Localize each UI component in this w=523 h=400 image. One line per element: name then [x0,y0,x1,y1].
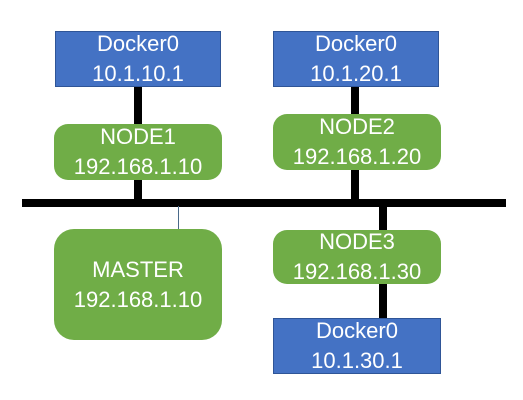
docker-node1-ip: 10.1.10.1 [92,61,184,86]
connector-bus-master [178,206,179,230]
node1-box: NODE1 192.168.1.10 [54,124,222,180]
node2-box: NODE2 192.168.1.20 [273,114,441,170]
docker-node1-name: Docker0 [97,31,179,56]
docker-node2: Docker0 10.1.20.1 [273,31,439,87]
connector-docker1-node1 [134,86,142,126]
docker-node1: Docker0 10.1.10.1 [55,31,221,87]
node1-name: NODE1 [100,124,176,149]
node2-name: NODE2 [319,114,395,139]
master-name: MASTER [92,256,184,282]
connector-docker2-node2 [351,86,359,116]
network-bus [22,199,506,207]
node1-ip: 192.168.1.10 [73,154,203,179]
node3-name: NODE3 [319,229,395,254]
node2-ip: 192.168.1.20 [292,144,422,169]
docker-node2-name: Docker0 [315,31,397,56]
node3-ip: 192.168.1.30 [292,259,422,284]
docker-node3-name: Docker0 [316,318,398,343]
connector-node3-docker3 [379,282,387,320]
docker-node2-ip: 10.1.20.1 [310,61,402,86]
master-ip: 192.168.1.10 [73,286,203,312]
node3-box: NODE3 192.168.1.30 [273,229,441,284]
connector-bus-node3 [379,206,387,232]
connector-node2-bus [351,168,359,200]
connector-node1-bus [134,178,142,200]
docker-node3: Docker0 10.1.30.1 [273,318,441,374]
master-box: MASTER 192.168.1.10 [54,229,222,340]
docker-node3-ip: 10.1.30.1 [311,348,403,373]
